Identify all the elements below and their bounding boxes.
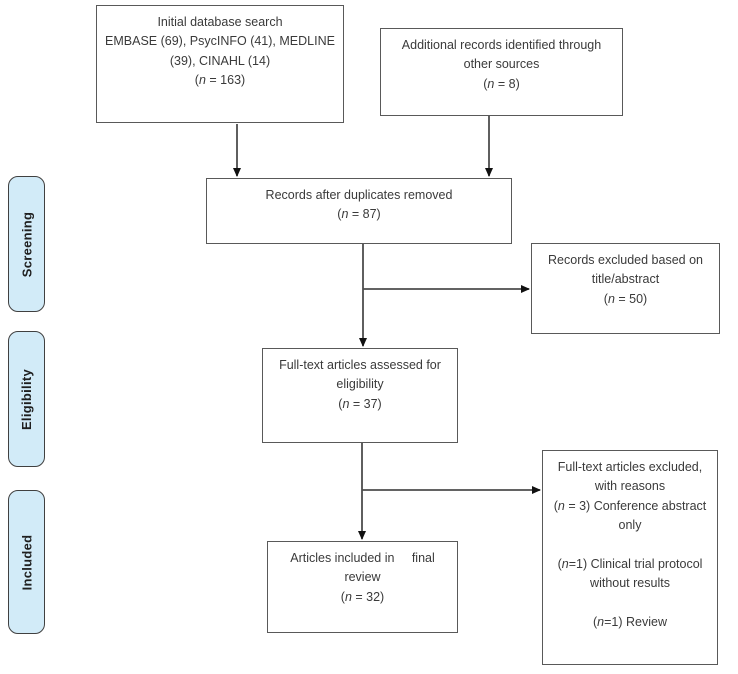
- n-count-line: (n = 8): [483, 76, 520, 91]
- box-records-excluded: Records excluded based on title/abstract…: [531, 243, 720, 334]
- stage-label-included: Included: [8, 490, 45, 634]
- n-count-line: (n = 50): [603, 291, 648, 306]
- box-initial-database-search: Initial database search EMBASE (69), Psy…: [96, 5, 344, 123]
- n-count-line: (n = 37): [338, 396, 382, 411]
- box-text-line: title/abstract: [591, 272, 660, 287]
- stage-label-screening: Screening: [8, 176, 45, 312]
- stage-label-text: Eligibility: [19, 368, 34, 430]
- box-fulltext-assessed: Full-text articles assessed for eligibil…: [262, 348, 458, 443]
- spacer-line: [547, 536, 713, 555]
- n-count-line: (n=1) Clinical trial protocol: [557, 556, 703, 571]
- stage-label-eligibility: Eligibility: [8, 331, 45, 467]
- n-count-line: (n = 3) Conference abstract: [553, 498, 707, 513]
- box-text-line: Articles included in final: [290, 551, 435, 565]
- stage-label-text: Screening: [19, 211, 34, 277]
- spacer-line: [547, 594, 713, 613]
- n-count-line: (n = 87): [337, 207, 381, 222]
- box-text-line: review: [344, 570, 381, 585]
- box-text-line: Additional records identified through: [401, 38, 602, 52]
- box-text-line: only: [618, 518, 642, 533]
- n-count-line: (n=1) Review: [593, 615, 667, 629]
- box-text-line: Initial database search: [157, 15, 283, 29]
- box-text-line: without results: [590, 576, 670, 591]
- box-text-line: other sources: [463, 57, 540, 72]
- box-text-line: with reasons: [594, 479, 666, 494]
- box-text-line: eligibility: [336, 377, 384, 392]
- box-text-line: Full-text articles assessed for: [279, 358, 441, 372]
- box-included-review: Articles included in final review (n = 3…: [267, 541, 458, 633]
- box-fulltext-excluded: Full-text articles excluded, with reason…: [542, 450, 718, 665]
- box-text-line: EMBASE (69), PsycINFO (41), MEDLINE: [105, 34, 335, 49]
- box-text-line: (39), CINAHL (14): [169, 53, 271, 68]
- n-count-line: (n = 163): [194, 73, 246, 88]
- box-text-line: Records excluded based on: [548, 253, 703, 267]
- box-duplicates-removed: Records after duplicates removed (n = 87…: [206, 178, 512, 244]
- box-text-line: Full-text articles excluded,: [557, 460, 703, 474]
- stage-label-text: Included: [19, 534, 35, 590]
- box-additional-records: Additional records identified through ot…: [380, 28, 623, 116]
- n-count-line: (n = 32): [340, 589, 385, 604]
- box-text-line: Records after duplicates removed: [265, 188, 453, 202]
